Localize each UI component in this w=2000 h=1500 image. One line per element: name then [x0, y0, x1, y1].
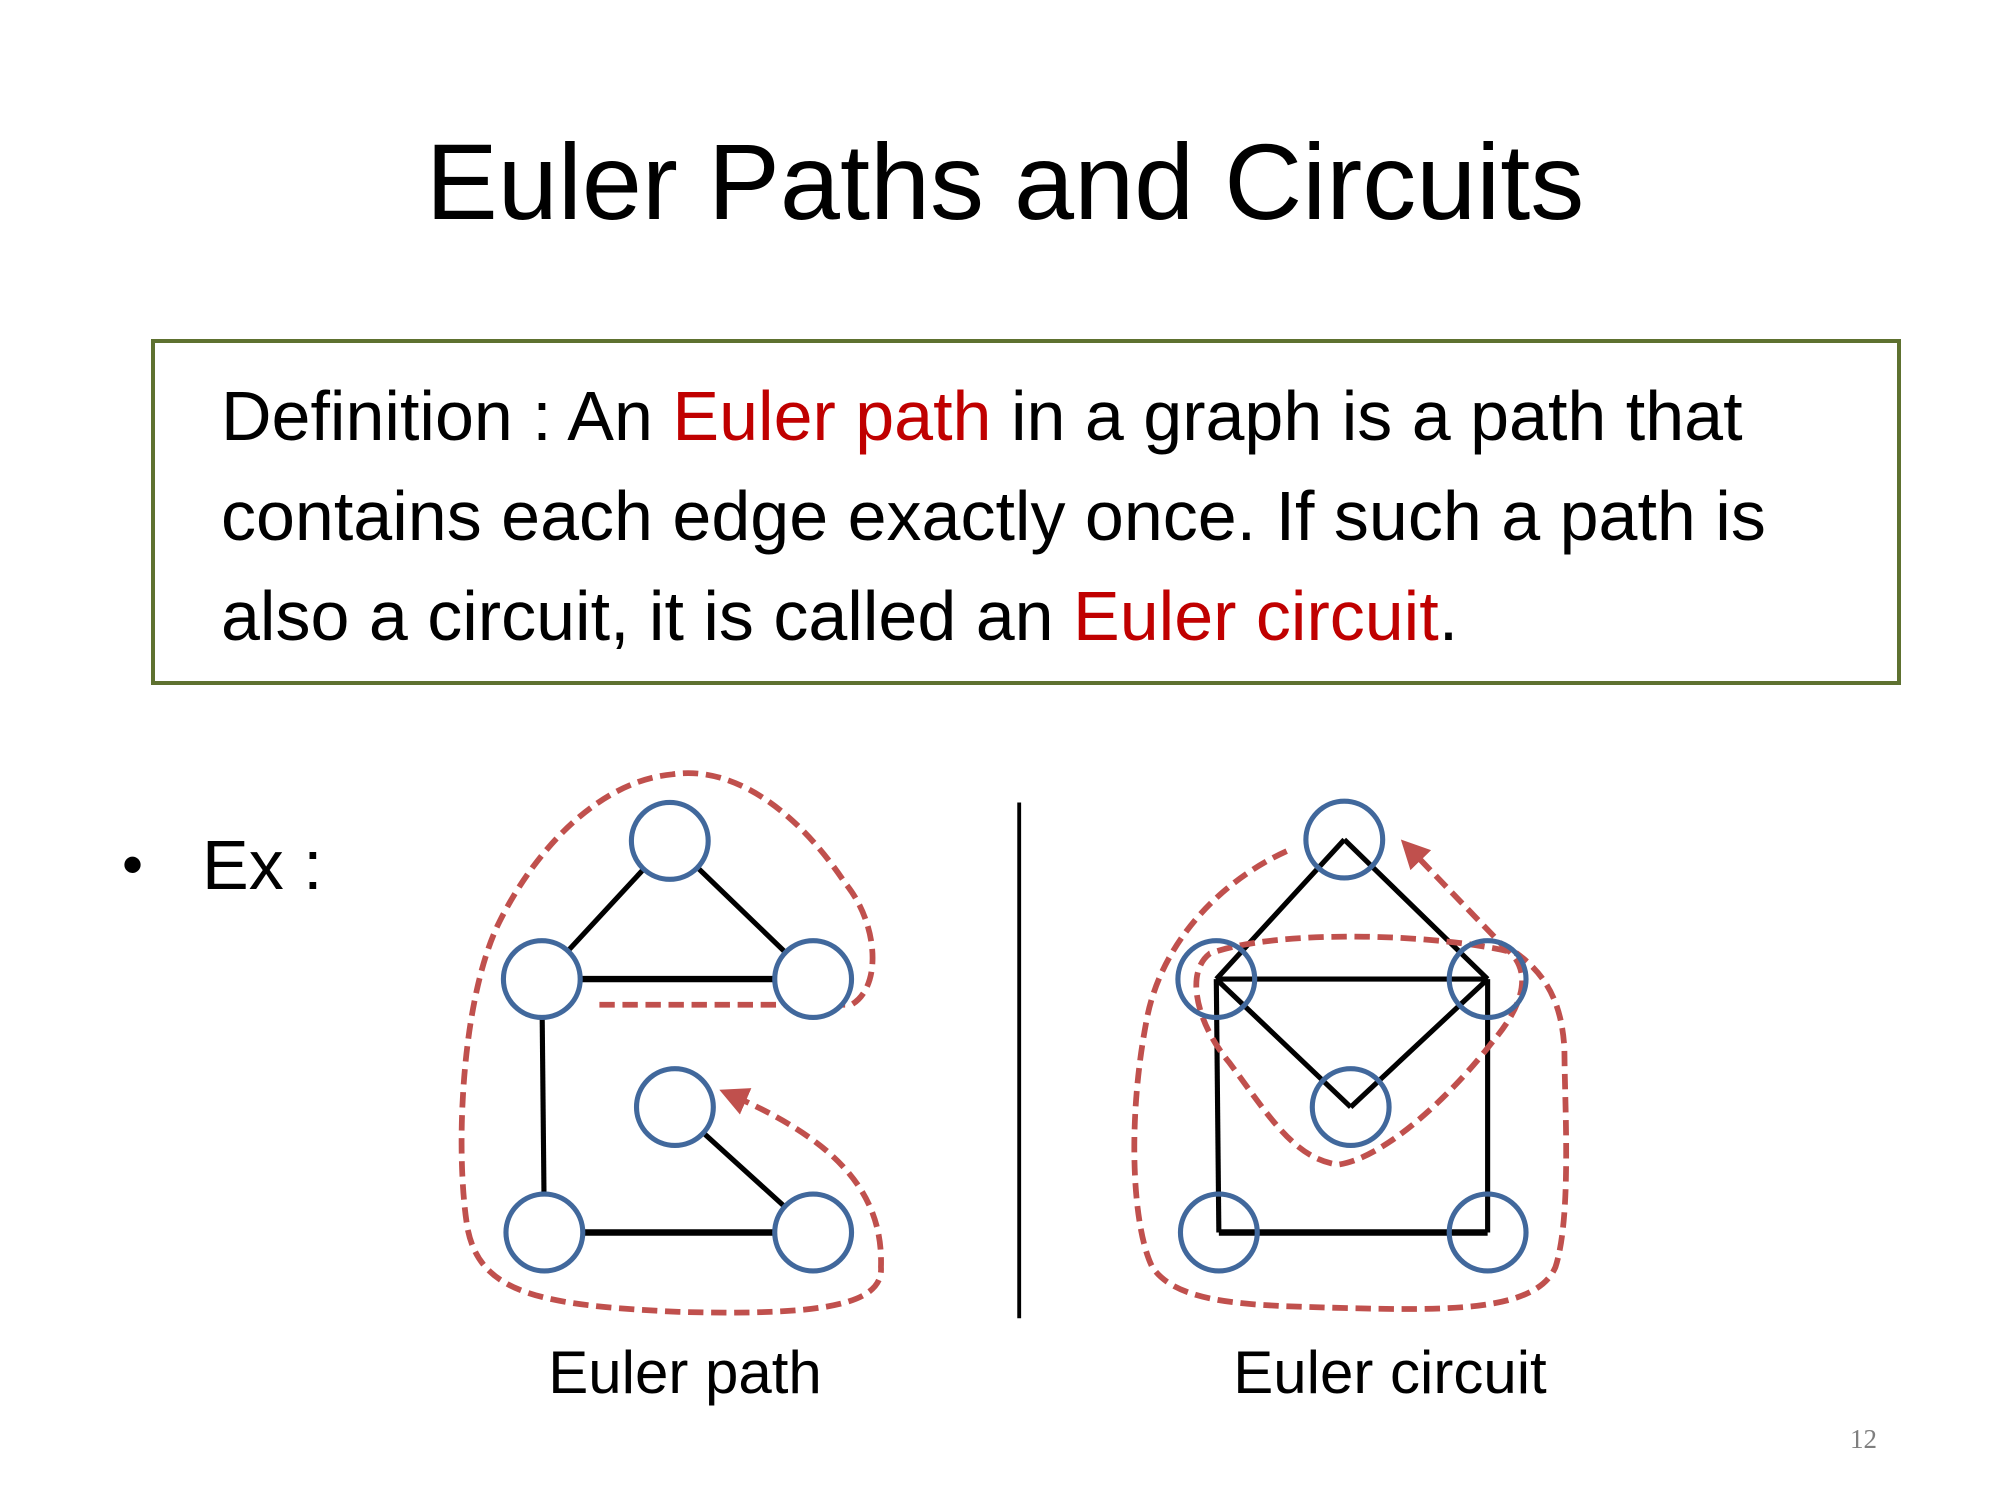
- edge: [539, 979, 547, 1233]
- edge: [1213, 979, 1222, 1233]
- euler-path-label: Euler path: [548, 1339, 822, 1406]
- node: [772, 1191, 855, 1274]
- definition-suffix: .: [1438, 577, 1459, 655]
- edge: [1214, 837, 1347, 981]
- node: [633, 1066, 716, 1149]
- node: [1309, 1066, 1392, 1149]
- euler-circuit-nodes: [1175, 798, 1529, 1274]
- page-number: 12: [1850, 1424, 1877, 1454]
- example-label: Ex :: [202, 826, 323, 904]
- node: [1446, 938, 1529, 1021]
- node: [1177, 1191, 1260, 1274]
- euler-circuit-graph: [1213, 837, 1491, 1236]
- euler-path-nodes: [500, 799, 855, 1274]
- node: [503, 1191, 586, 1274]
- node: [1446, 1191, 1529, 1274]
- node: [628, 799, 711, 882]
- definition-middle: in a graph is a path that contains each …: [221, 377, 1766, 655]
- node: [1175, 938, 1258, 1021]
- euler-circuit-trail: [1131, 839, 1570, 1312]
- definition-text: Definition : An Euler path in a graph is…: [221, 366, 1881, 666]
- edge: [1348, 977, 1490, 1109]
- definition-box: [151, 339, 1901, 685]
- edge: [1342, 837, 1490, 981]
- term-euler-path: Euler path: [672, 377, 992, 455]
- edge: [1214, 977, 1353, 1109]
- euler-circuit-label: Euler circuit: [1233, 1339, 1547, 1406]
- bullet-icon: •: [122, 831, 144, 898]
- term-euler-circuit: Euler circuit: [1073, 577, 1439, 655]
- definition-prefix: Definition : An: [221, 377, 673, 455]
- slide-title: Euler Paths and Circuits: [425, 121, 1585, 242]
- node: [500, 938, 583, 1021]
- node: [1303, 798, 1386, 881]
- node: [772, 938, 855, 1021]
- euler-path-graph: [539, 839, 815, 1236]
